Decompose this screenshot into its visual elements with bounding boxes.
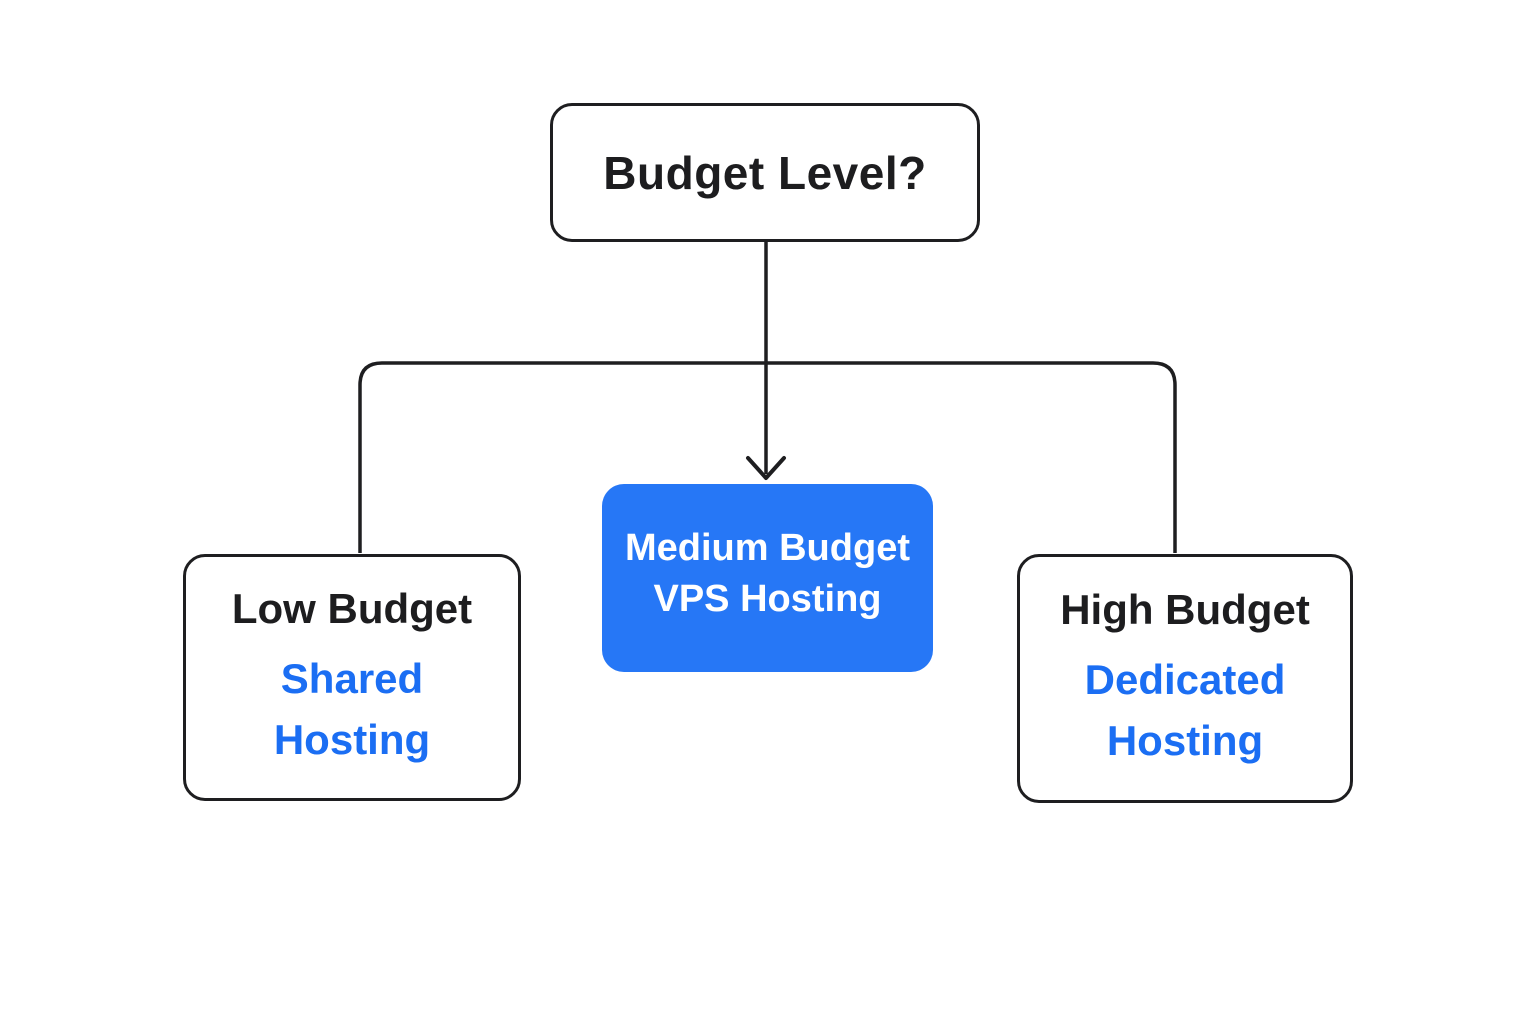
node-low-budget-subtitle: Shared Hosting xyxy=(273,654,431,763)
node-medium-budget-title: Medium Budget xyxy=(625,527,910,570)
arrowhead-down-icon xyxy=(746,456,786,480)
node-medium-budget: Medium Budget VPS Hosting xyxy=(602,484,933,672)
node-medium-budget-subtitle: VPS Hosting xyxy=(653,578,882,621)
node-low-budget-title: Low Budget xyxy=(231,584,473,632)
node-budget-level-label: Budget Level? xyxy=(603,146,927,199)
node-high-budget-title: High Budget xyxy=(1060,585,1310,633)
node-budget-level: Budget Level? xyxy=(550,103,980,242)
edge-root-to-low-and-high xyxy=(358,361,1177,553)
node-high-budget: High Budget Dedicated Hosting xyxy=(1017,554,1353,803)
node-high-budget-subtitle: Dedicated Hosting xyxy=(1084,655,1286,764)
node-low-budget: Low Budget Shared Hosting xyxy=(183,554,521,801)
